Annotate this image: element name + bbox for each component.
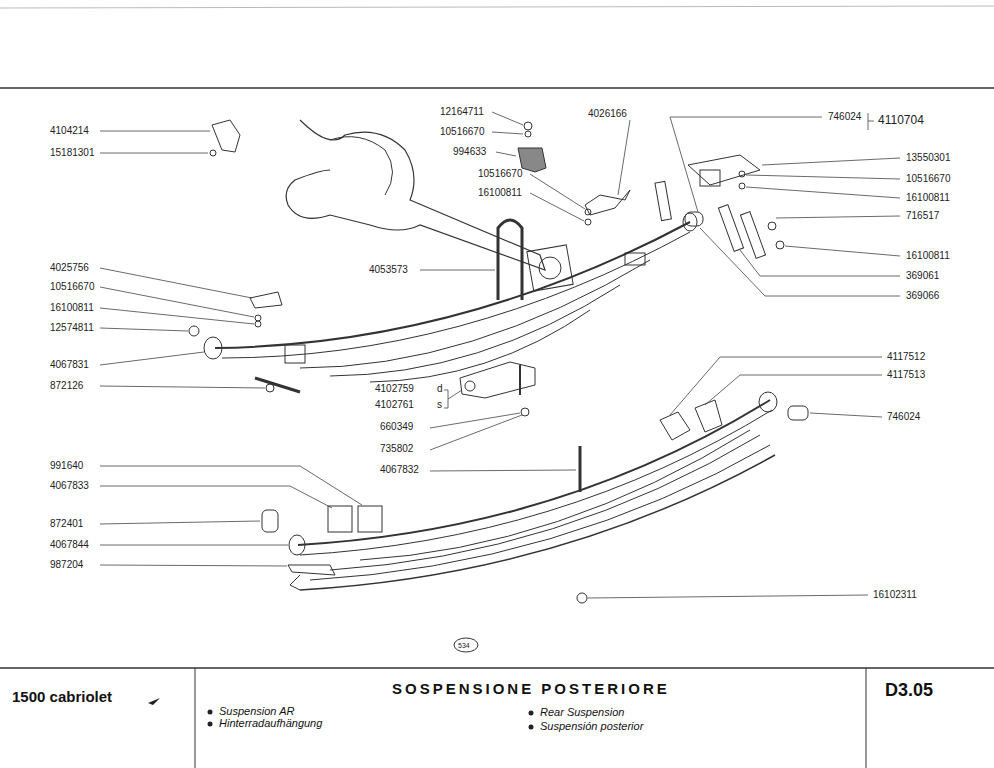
callout-number: 12574811 — [50, 322, 94, 334]
callout-number: 13550301 — [906, 152, 951, 164]
callout-number: 746024 — [887, 411, 920, 423]
callout-number: 16100811 — [906, 250, 950, 262]
sheet-title: SOSPENSIONE POSTERIORE — [392, 680, 670, 697]
callout-number: 4117513 — [887, 369, 925, 381]
callout-number: 735802 — [380, 443, 413, 455]
callout-number: 4102761 — [375, 399, 414, 411]
caption-line: Suspension AR — [219, 705, 294, 717]
callout-number: 872126 — [50, 380, 83, 392]
callout-number: 660349 — [380, 421, 413, 433]
callout-number: 10516670 — [50, 281, 95, 293]
callout-number: 10516670 — [440, 126, 485, 138]
callout-number: 369061 — [906, 270, 939, 282]
callout-number: 4102759 — [375, 383, 414, 395]
callout-number: 994633 — [453, 146, 486, 158]
callout-number: 4117512 — [887, 351, 925, 363]
callout-number: 746024 — [828, 111, 861, 123]
callout-number: 4067832 — [380, 464, 419, 476]
callout-number: 10516670 — [478, 168, 523, 180]
block-model: 1500 cabriolet — [12, 688, 112, 705]
callout-number: 15181301 — [50, 147, 95, 159]
callout-number: 4104214 — [50, 125, 89, 137]
callout-number: 4026166 — [588, 108, 627, 120]
callout-number: 534 — [458, 640, 470, 652]
callout-number: 4053573 — [369, 264, 408, 276]
callout-number: s — [437, 399, 442, 411]
callout-number: 4025756 — [50, 262, 89, 274]
callout-number: 716517 — [906, 210, 939, 222]
callout-number: 987204 — [50, 559, 83, 571]
caption-line: Suspensión posterior — [540, 720, 643, 732]
caption-line: Rear Suspension — [540, 706, 624, 718]
sheet-code: D3.05 — [885, 680, 933, 701]
callout-number: 4067831 — [50, 359, 89, 371]
callout-number: 4067833 — [50, 480, 89, 492]
callout-number: 10516670 — [906, 173, 951, 185]
callout-number: 12164711 — [440, 106, 484, 118]
caption-line: Hinterradaufhängung — [219, 717, 322, 729]
callout-number: 4067844 — [50, 539, 89, 551]
callout-number: 16100811 — [906, 192, 950, 204]
callout-number: 991640 — [50, 460, 83, 472]
callout-number: 4110704 — [878, 114, 924, 126]
callout-number: d — [437, 383, 443, 395]
callout-number: 369066 — [906, 290, 939, 302]
callout-number: 16100811 — [50, 302, 94, 314]
callout-number: 16102311 — [873, 589, 917, 601]
callout-number: 872401 — [50, 518, 83, 530]
callout-number: 16100811 — [478, 187, 522, 199]
